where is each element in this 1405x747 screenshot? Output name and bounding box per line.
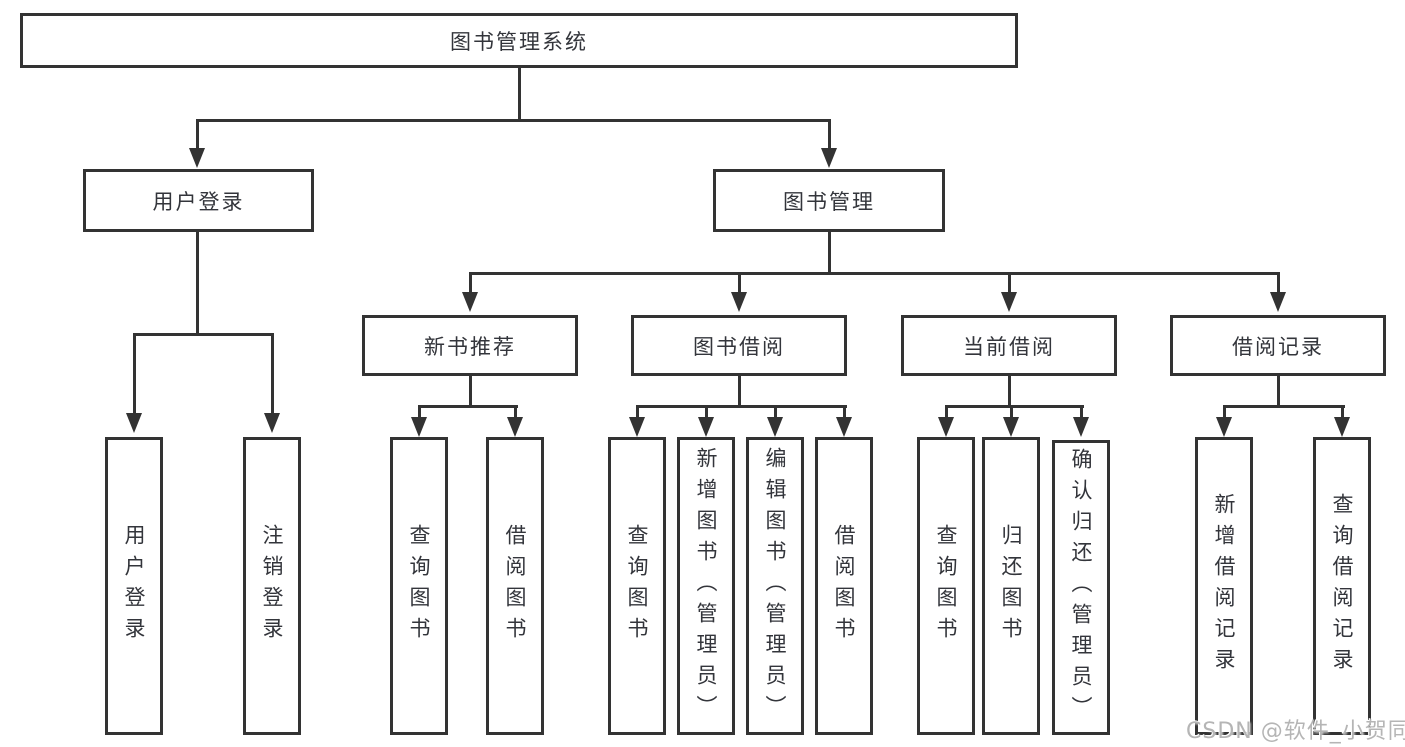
arrow-down-icon	[1001, 292, 1017, 312]
connector-line	[271, 336, 274, 413]
connector-line	[705, 408, 708, 417]
arrow-down-icon	[767, 417, 783, 437]
leaf-add-borrow-record: 新增借阅记录	[1195, 437, 1253, 735]
connector-line	[828, 122, 831, 148]
connector-line	[133, 333, 274, 336]
arrow-down-icon	[836, 417, 852, 437]
connector-line	[418, 405, 518, 408]
leaf-logout: 注销登录	[243, 437, 301, 735]
arrow-down-icon	[1216, 417, 1232, 437]
connector-line	[738, 275, 741, 292]
connector-line	[469, 272, 1280, 275]
arrow-down-icon	[821, 148, 837, 168]
connector-line	[1277, 275, 1280, 292]
arrow-down-icon	[411, 417, 427, 437]
arrow-down-icon	[462, 292, 478, 312]
connector-line	[774, 408, 777, 417]
connector-line	[1010, 408, 1013, 417]
connector-line	[636, 405, 847, 408]
connector-line	[1080, 408, 1083, 417]
connector-line	[1008, 275, 1011, 292]
leaf-return-books: 归还图书	[982, 437, 1040, 735]
leaf-borrow-books-1: 借阅图书	[486, 437, 544, 735]
leaf-query-books-2: 查询图书	[608, 437, 666, 735]
connector-line	[843, 408, 846, 417]
node-library-system: 图书管理系统	[20, 13, 1018, 68]
connector-line	[636, 408, 639, 417]
arrow-down-icon	[1073, 417, 1089, 437]
connector-line	[196, 122, 199, 148]
node-borrow-records: 借阅记录	[1170, 315, 1386, 376]
arrow-down-icon	[698, 417, 714, 437]
connector-line	[469, 275, 472, 292]
connector-line	[518, 68, 521, 121]
leaf-confirm-return-admin: 确认归还（管理员）	[1052, 440, 1110, 735]
leaf-edit-books-admin: 编辑图书（管理员）	[746, 437, 804, 735]
connector-line	[1223, 405, 1345, 408]
connector-line	[738, 376, 741, 407]
leaf-add-books-admin: 新增图书（管理员）	[677, 437, 735, 735]
connector-line	[514, 408, 517, 417]
leaf-borrow-books-2: 借阅图书	[815, 437, 873, 735]
arrow-down-icon	[189, 148, 205, 168]
connector-line	[469, 376, 472, 407]
leaf-query-books-3: 查询图书	[917, 437, 975, 735]
node-book-management: 图书管理	[713, 169, 945, 232]
connector-line	[418, 408, 421, 417]
arrow-down-icon	[938, 417, 954, 437]
arrow-down-icon	[1334, 417, 1350, 437]
connector-line	[196, 232, 199, 335]
connector-line	[1277, 376, 1280, 407]
node-current-borrowing: 当前借阅	[901, 315, 1117, 376]
node-user-login: 用户登录	[83, 169, 314, 232]
node-new-book-recommend: 新书推荐	[362, 315, 578, 376]
arrow-down-icon	[1270, 292, 1286, 312]
arrow-down-icon	[629, 417, 645, 437]
arrow-down-icon	[1003, 417, 1019, 437]
connector-line	[196, 119, 831, 122]
leaf-user-login: 用户登录	[105, 437, 163, 735]
connector-line	[1341, 408, 1344, 417]
arrow-down-icon	[731, 292, 747, 312]
connector-line	[1008, 376, 1011, 407]
arrow-down-icon	[126, 413, 142, 433]
csdn-watermark: CSDN @软件_小贺同学	[1186, 719, 1405, 744]
node-book-borrowing: 图书借阅	[631, 315, 847, 376]
connector-line	[828, 232, 831, 274]
connector-line	[945, 405, 1084, 408]
arrow-down-icon	[507, 417, 523, 437]
connector-line	[133, 336, 136, 413]
leaf-query-books-1: 查询图书	[390, 437, 448, 735]
connector-line	[945, 408, 948, 417]
leaf-query-borrow-record: 查询借阅记录	[1313, 437, 1371, 735]
arrow-down-icon	[264, 413, 280, 433]
connector-line	[1223, 408, 1226, 417]
